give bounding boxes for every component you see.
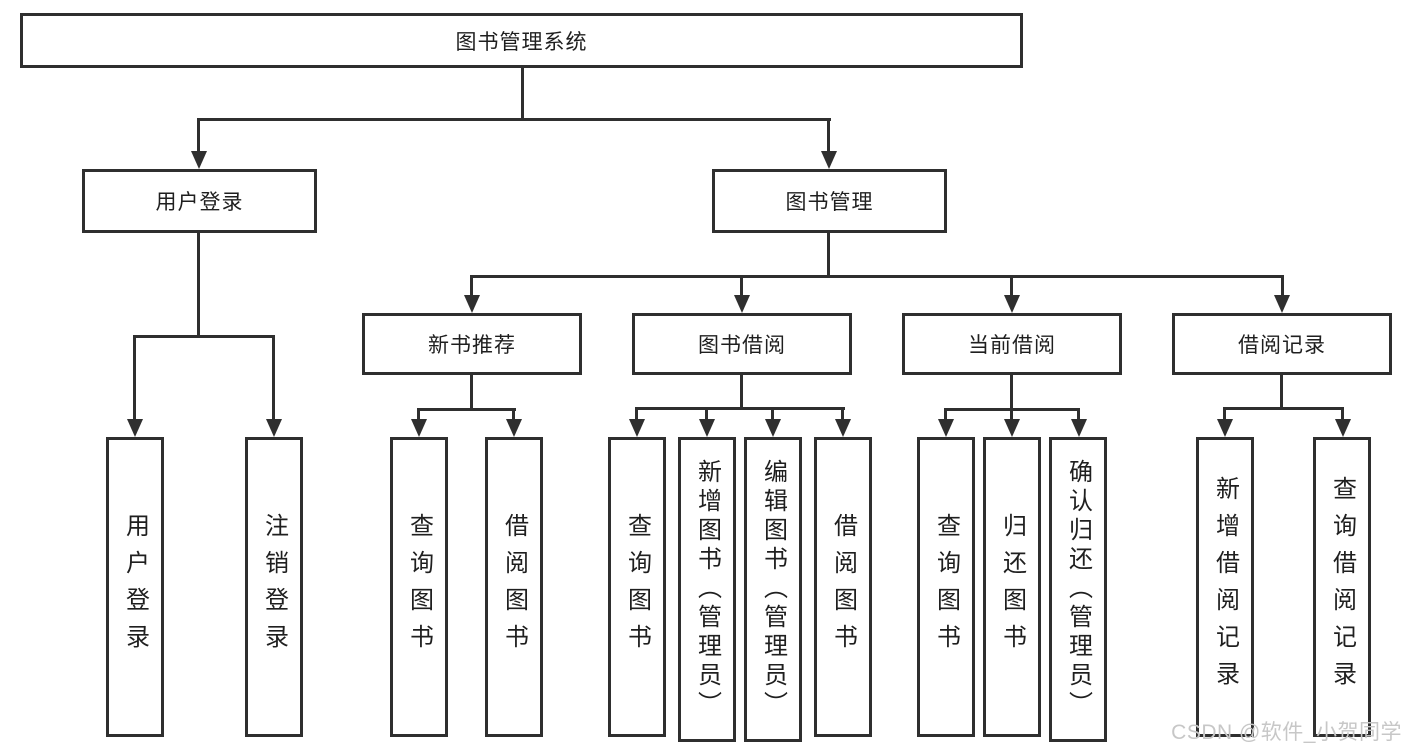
node-borrowing-records: 借阅记录: [1172, 313, 1392, 375]
arrow-down-icon: [464, 295, 480, 313]
connector-recommend-stem: [470, 373, 473, 411]
arrow-down-icon: [266, 419, 282, 437]
leaf-borrowing-borrow-books: 借阅图书: [814, 437, 872, 737]
connector-current-stem: [1010, 373, 1013, 411]
leaf-user-login: 用户登录: [106, 437, 164, 737]
connector-current-drop-2: [1010, 408, 1013, 422]
leaf-logout: 注销登录: [245, 437, 303, 737]
connector-bookmgmt-stem: [827, 231, 830, 278]
connector-root-crossbar: [197, 118, 831, 121]
node-book-borrowing: 图书借阅: [632, 313, 852, 375]
connector-bookmgmt-drop-1: [470, 275, 473, 298]
connector-bookmgmt-crossbar: [470, 275, 1284, 278]
connector-current-drop-1: [944, 408, 947, 422]
arrow-down-icon: [1335, 419, 1351, 437]
leaf-records-query-record: 查询借阅记录: [1313, 437, 1371, 737]
node-book-management-label: 图书管理: [785, 191, 874, 214]
connector-userlogin-crossbar: [133, 335, 275, 338]
arrow-down-icon: [411, 419, 427, 437]
connector-borrowing-drop-4: [841, 407, 844, 422]
connector-userlogin-drop-left: [133, 335, 136, 421]
node-book-borrowing-label: 图书借阅: [698, 334, 786, 357]
leaf-current-confirm-return-admin: 确认归还（管理员）: [1049, 437, 1107, 742]
arrow-down-icon: [699, 419, 715, 437]
leaf-recommend-query-books: 查询图书: [390, 437, 448, 737]
node-book-management: 图书管理: [712, 169, 947, 233]
node-root-label: 图书管理系统: [455, 30, 588, 54]
connector-userlogin-stem: [197, 231, 200, 338]
connector-bookmgmt-drop-3: [1010, 275, 1013, 298]
node-current-borrowing: 当前借阅: [902, 313, 1122, 375]
leaf-recommend-borrow-books: 借阅图书: [485, 437, 543, 737]
arrow-down-icon: [127, 419, 143, 437]
connector-borrowing-crossbar: [635, 407, 845, 410]
arrow-down-icon: [821, 151, 837, 169]
arrow-down-icon: [1004, 419, 1020, 437]
connector-root-drop-left: [197, 118, 200, 153]
csdn-watermark: CSDN @软件_小贺同学: [1171, 721, 1402, 744]
leaf-current-query-books: 查询图书: [917, 437, 975, 737]
arrow-down-icon: [938, 419, 954, 437]
connector-userlogin-drop-right: [272, 335, 275, 421]
leaf-current-return-books: 归还图书: [983, 437, 1041, 737]
connector-current-drop-3: [1077, 408, 1080, 422]
node-new-book-recommend-label: 新书推荐: [428, 334, 516, 357]
leaf-borrowing-add-books-admin: 新增图书（管理员）: [678, 437, 736, 742]
connector-borrowing-drop-3: [771, 407, 774, 422]
arrow-down-icon: [835, 419, 851, 437]
arrow-down-icon: [734, 295, 750, 313]
connector-bookmgmt-drop-2: [740, 275, 743, 298]
leaf-borrowing-edit-books-admin: 编辑图书（管理员）: [744, 437, 802, 742]
arrow-down-icon: [1004, 295, 1020, 313]
connector-borrowing-drop-2: [705, 407, 708, 422]
connector-recommend-drop-2: [512, 408, 515, 422]
node-current-borrowing-label: 当前借阅: [968, 334, 1056, 357]
leaf-records-add-record: 新增借阅记录: [1196, 437, 1254, 737]
node-user-login: 用户登录: [82, 169, 317, 233]
connector-borrowing-stem: [740, 373, 743, 410]
connector-records-crossbar: [1223, 407, 1344, 410]
connector-root-drop-right: [827, 118, 830, 153]
node-new-book-recommend: 新书推荐: [362, 313, 582, 375]
arrow-down-icon: [191, 151, 207, 169]
connector-root-stem: [521, 66, 524, 121]
connector-borrowing-drop-1: [635, 407, 638, 422]
connector-records-stem: [1280, 373, 1283, 410]
arrow-down-icon: [629, 419, 645, 437]
connector-recommend-drop-1: [417, 408, 420, 422]
arrow-down-icon: [506, 419, 522, 437]
connector-recommend-crossbar: [417, 408, 516, 411]
connector-records-drop-1: [1223, 407, 1226, 422]
leaf-borrowing-query-books: 查询图书: [608, 437, 666, 737]
connector-records-drop-2: [1341, 407, 1344, 422]
arrow-down-icon: [1217, 419, 1233, 437]
arrow-down-icon: [765, 419, 781, 437]
arrow-down-icon: [1274, 295, 1290, 313]
node-root-system: 图书管理系统: [20, 13, 1023, 68]
node-borrowing-records-label: 借阅记录: [1238, 334, 1326, 357]
connector-bookmgmt-drop-4: [1281, 275, 1284, 298]
node-user-login-label: 用户登录: [155, 191, 244, 214]
arrow-down-icon: [1071, 419, 1087, 437]
